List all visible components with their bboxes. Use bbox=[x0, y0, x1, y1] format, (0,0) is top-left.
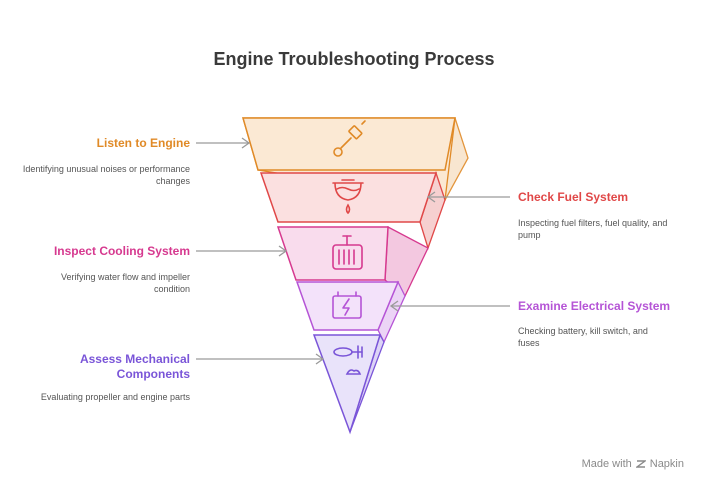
battery-icon bbox=[332, 291, 362, 319]
fuel-tank-icon bbox=[332, 179, 364, 215]
connector-arrow-1 bbox=[196, 137, 251, 149]
funnel-layer-2 bbox=[259, 170, 446, 251]
step-desc-assess-mechanical: Evaluating propeller and engine parts bbox=[40, 392, 190, 402]
step-desc-inspect-cooling: Verifying water flow and impeller condit… bbox=[60, 272, 190, 294]
step-label-check-fuel: Check Fuel System bbox=[518, 190, 629, 204]
napkin-watermark: Made with Napkin bbox=[582, 458, 684, 470]
piston-icon bbox=[333, 120, 366, 157]
funnel-layer-4 bbox=[295, 280, 406, 344]
propeller-icon bbox=[333, 345, 363, 375]
connector-arrow-5 bbox=[196, 353, 325, 365]
funnel-layer-5 bbox=[312, 333, 385, 435]
step-label-assess-mechanical: Assess Mechanical Components bbox=[79, 352, 190, 381]
napkin-brand: Napkin bbox=[649, 458, 684, 470]
connector-arrow-2 bbox=[426, 191, 510, 203]
diagram-title: Engine Troubleshooting Process bbox=[213, 49, 495, 69]
napkin-logo-icon bbox=[635, 460, 646, 468]
step-desc-check-fuel: Inspecting fuel filters, fuel quality, a… bbox=[518, 218, 668, 240]
radiator-icon bbox=[332, 235, 363, 270]
step-label-examine-electrical: Examine Electrical System bbox=[518, 299, 671, 313]
step-desc-listen-to-engine: Identifying unusual noises or performanc… bbox=[22, 164, 190, 186]
step-label-inspect-cooling: Inspect Cooling System bbox=[53, 244, 190, 258]
made-with-text: Made with bbox=[581, 458, 632, 470]
step-label-listen-to-engine: Listen to Engine bbox=[96, 136, 190, 150]
connector-arrow-3 bbox=[196, 245, 288, 257]
connector-arrow-4 bbox=[389, 300, 510, 312]
step-desc-examine-electrical: Checking battery, kill switch, and fuses bbox=[518, 326, 648, 348]
